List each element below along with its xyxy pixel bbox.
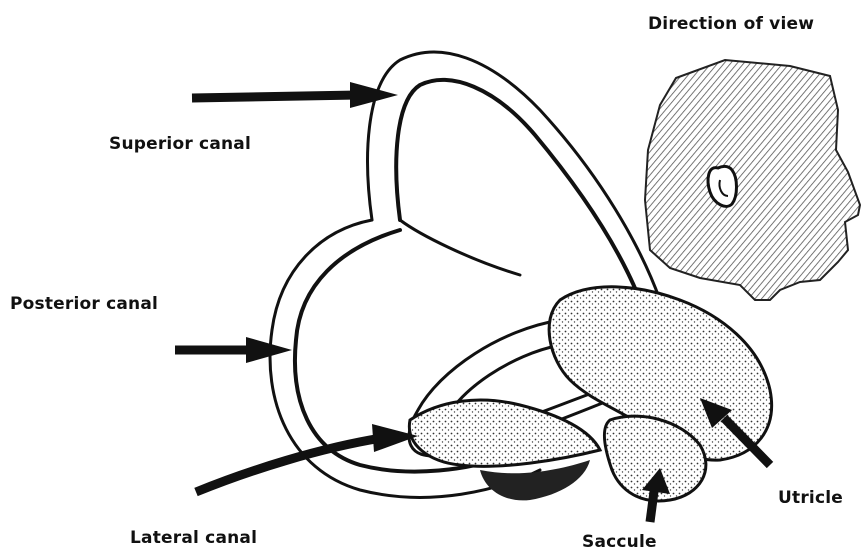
superior-canal-outer xyxy=(368,52,660,300)
superior-canal-label: Superior canal xyxy=(109,134,251,154)
utricle-label: Utricle xyxy=(778,488,843,508)
saccule-label: Saccule xyxy=(582,532,657,552)
superior-arrow-shaft xyxy=(192,95,358,98)
lateral-canal-label: Lateral canal xyxy=(130,528,257,548)
posterior-canal-label: Posterior canal xyxy=(10,294,158,314)
direction-of-view-label: Direction of view xyxy=(648,14,814,34)
head-silhouette xyxy=(645,60,860,300)
